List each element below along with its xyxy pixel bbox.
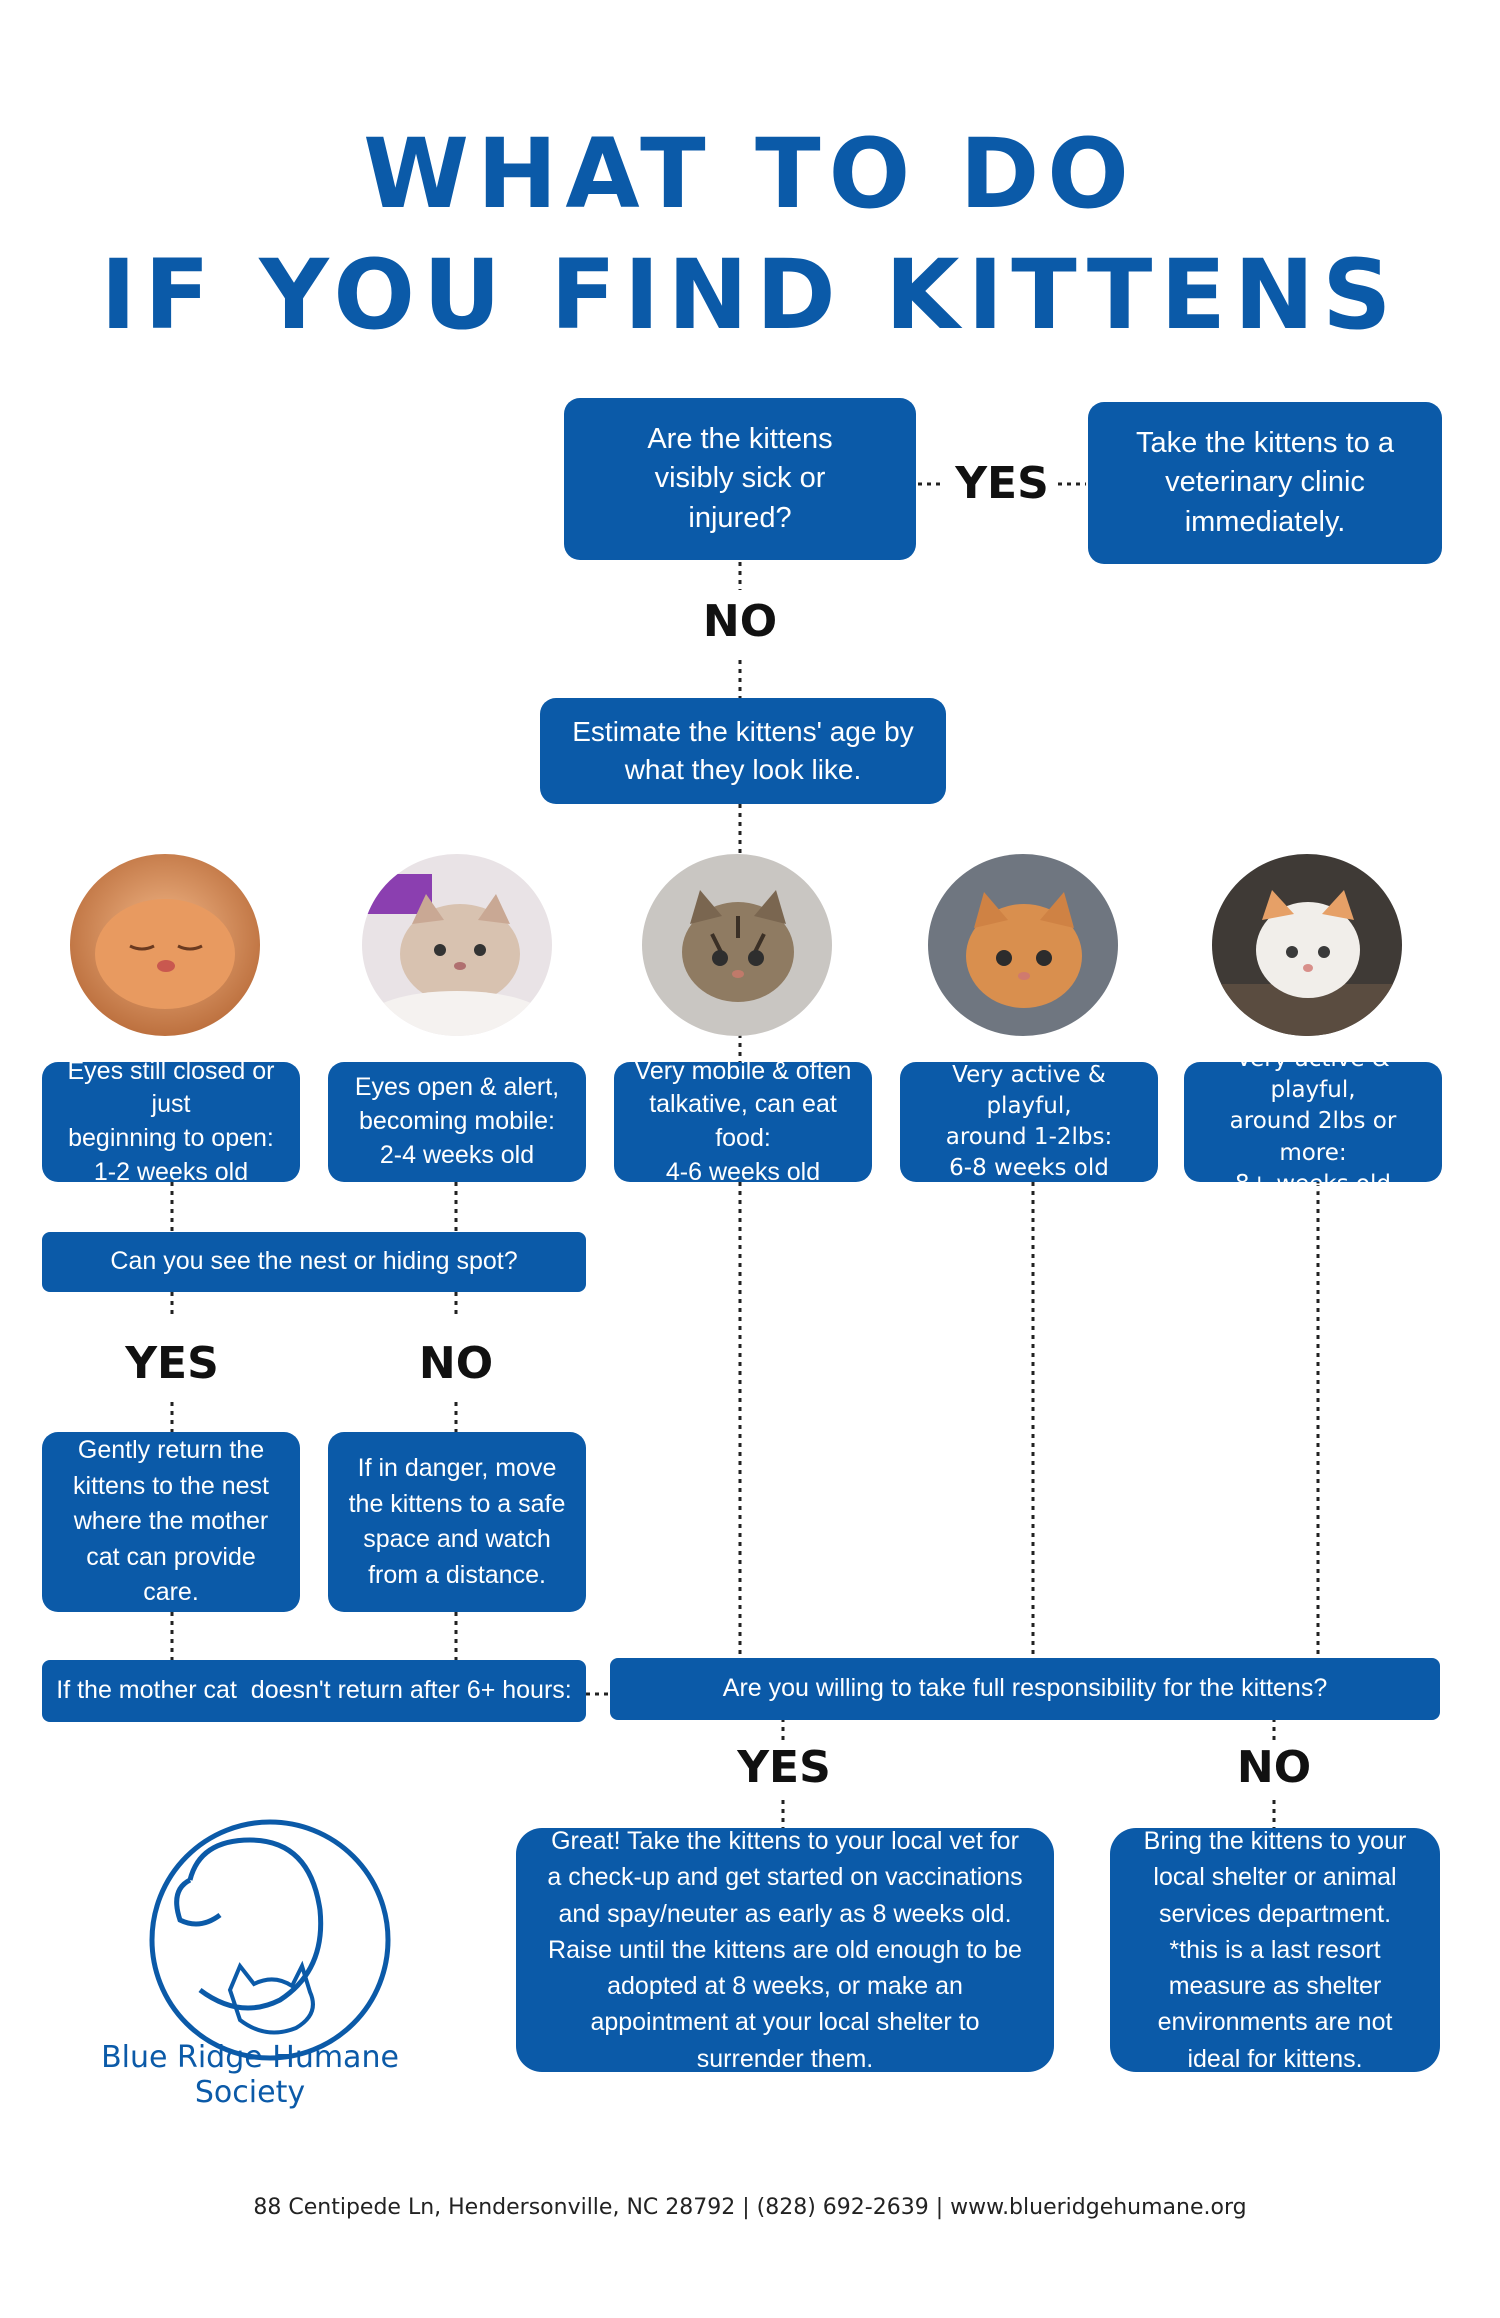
shelter-text-main: Bring the kittens to your local shelter … (1143, 1827, 1407, 1928)
logo-text: Blue Ridge Humane Society (101, 2040, 399, 2110)
age-box-6-8-weeks: Very active & playful, around 1-2lbs: 6-… (900, 1062, 1158, 1182)
yes-label-responsibility: YES (737, 1742, 831, 1793)
move-to-safety-box: If in danger, move the kittens to a safe… (328, 1432, 586, 1612)
age-box-2-4-weeks: Eyes open & alert, becoming mobile: 2-4 … (328, 1062, 586, 1182)
kitten-photo-4-6-weeks (642, 854, 832, 1036)
footer-contact: 88 Centipede Ln, Hendersonville, NC 2879… (253, 2195, 1247, 2220)
age-5-line-1: Very active & playful, (1236, 1046, 1390, 1104)
yes-label-nest: YES (125, 1338, 219, 1389)
estimate-age-box: Estimate the kittens' age by what they l… (540, 698, 946, 804)
kitten-photo-8-plus-weeks (1212, 854, 1402, 1036)
shelter-text-note: *this is a last resort measure as shelte… (1157, 1935, 1393, 2073)
age-box-4-6-weeks: Very mobile & often talkative, can eat f… (614, 1057, 872, 1186)
return-to-nest-box: Gently return the kittens to the nest wh… (42, 1432, 300, 1612)
blue-ridge-humane-society-logo: Blue Ridge Humane Society (80, 1790, 420, 2110)
kitten-photo-1-2-weeks (70, 854, 260, 1036)
kitten-photo-2-4-weeks (362, 854, 552, 1036)
age-box-8-plus-weeks: Very active & playful, around 2lbs or mo… (1184, 1046, 1442, 1197)
yes-label-sick: YES (955, 458, 1049, 509)
sick-question-box: Are the kittens visibly sick or injured? (564, 398, 916, 560)
age-1-line-2: beginning to open: (68, 1124, 274, 1152)
vet-clinic-box: Take the kittens to a veterinary clinic … (1088, 402, 1442, 564)
age-4-line-3: 6-8 weeks old (949, 1155, 1109, 1182)
title-line-2: IF YOU FIND KITTENS (100, 239, 1400, 351)
age-3-line-1: Very mobile & often (634, 1056, 852, 1085)
no-label-responsibility: NO (1236, 1742, 1312, 1793)
age-1-line-1: Eyes still closed or just (67, 1056, 275, 1119)
kitten-photo-6-8-weeks (928, 854, 1118, 1036)
shelter-box: Bring the kittens to your local shelter … (1110, 1827, 1440, 2073)
responsibility-question-box: Are you willing to take full responsibil… (610, 1658, 1440, 1720)
age-3-line-2: talkative, can eat food: (649, 1090, 837, 1152)
age-4-line-2: around 1-2lbs: (945, 1124, 1113, 1150)
age-2-line-3: 2-4 weeks old (379, 1140, 535, 1169)
no-label-nest: NO (418, 1338, 494, 1389)
no-label-sick: NO (702, 596, 778, 647)
age-5-line-3: 8+ weeks old (1234, 1170, 1391, 1197)
age-2-line-1: Eyes open & alert, (354, 1073, 560, 1102)
age-2-line-2: becoming mobile: (359, 1107, 555, 1136)
age-3-line-3: 4-6 weeks old (665, 1157, 821, 1186)
age-4-line-1: Very active & playful, (952, 1061, 1106, 1119)
title-line-1: WHAT TO DO (363, 118, 1137, 230)
nest-question-box: Can you see the nest or hiding spot? (42, 1232, 586, 1292)
mother-not-returning-box: If the mother cat doesn't return after 6… (42, 1660, 586, 1722)
keep-kittens-box: Great! Take the kittens to your local ve… (516, 1827, 1054, 2073)
age-1-line-3: 1-2 weeks old (93, 1157, 249, 1186)
age-5-line-2: around 2lbs or more: (1229, 1108, 1397, 1166)
age-box-1-2-weeks: Eyes still closed or just beginning to o… (42, 1057, 300, 1186)
